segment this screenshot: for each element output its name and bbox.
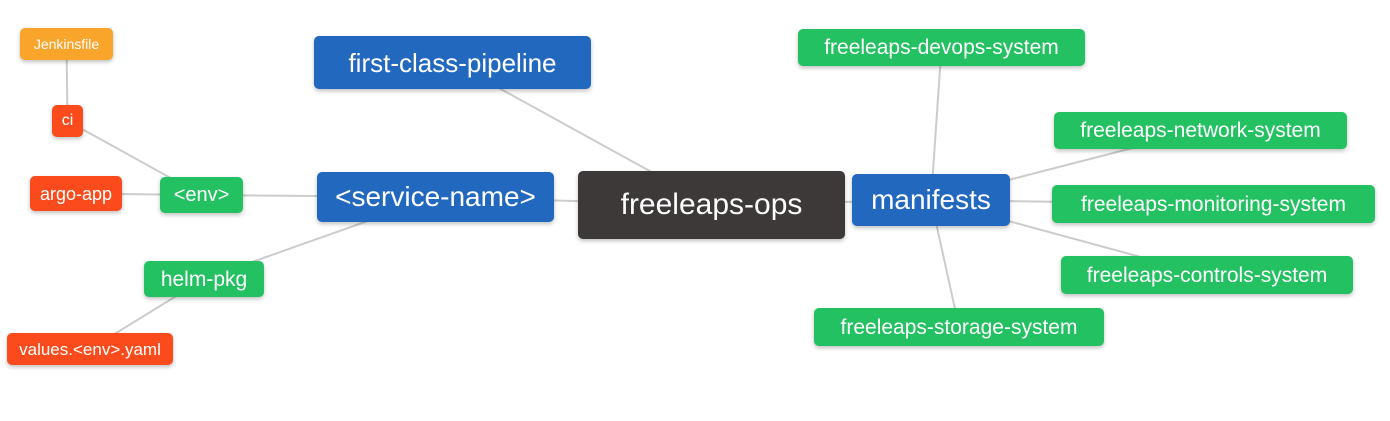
node-values-env-yaml[interactable]: values.<env>.yaml (7, 333, 173, 365)
node-service-name[interactable]: <service-name> (317, 172, 554, 222)
node-freeleaps-ops-root[interactable]: freeleaps-ops (578, 171, 845, 239)
node-jenkinsfile[interactable]: Jenkinsfile (20, 28, 113, 60)
node-env[interactable]: <env> (160, 177, 243, 213)
node-first-class-pipeline[interactable]: first-class-pipeline (314, 36, 591, 89)
node-manifests[interactable]: manifests (852, 174, 1010, 226)
node-ci[interactable]: ci (52, 105, 83, 137)
node-freeleaps-monitoring-system[interactable]: freeleaps-monitoring-system (1052, 185, 1375, 223)
node-argo-app[interactable]: argo-app (30, 176, 122, 211)
node-freeleaps-devops-system[interactable]: freeleaps-devops-system (798, 29, 1085, 66)
node-helm-pkg[interactable]: helm-pkg (144, 261, 264, 297)
node-freeleaps-controls-system[interactable]: freeleaps-controls-system (1061, 256, 1353, 294)
node-freeleaps-storage-system[interactable]: freeleaps-storage-system (814, 308, 1104, 346)
node-freeleaps-network-system[interactable]: freeleaps-network-system (1054, 112, 1347, 149)
